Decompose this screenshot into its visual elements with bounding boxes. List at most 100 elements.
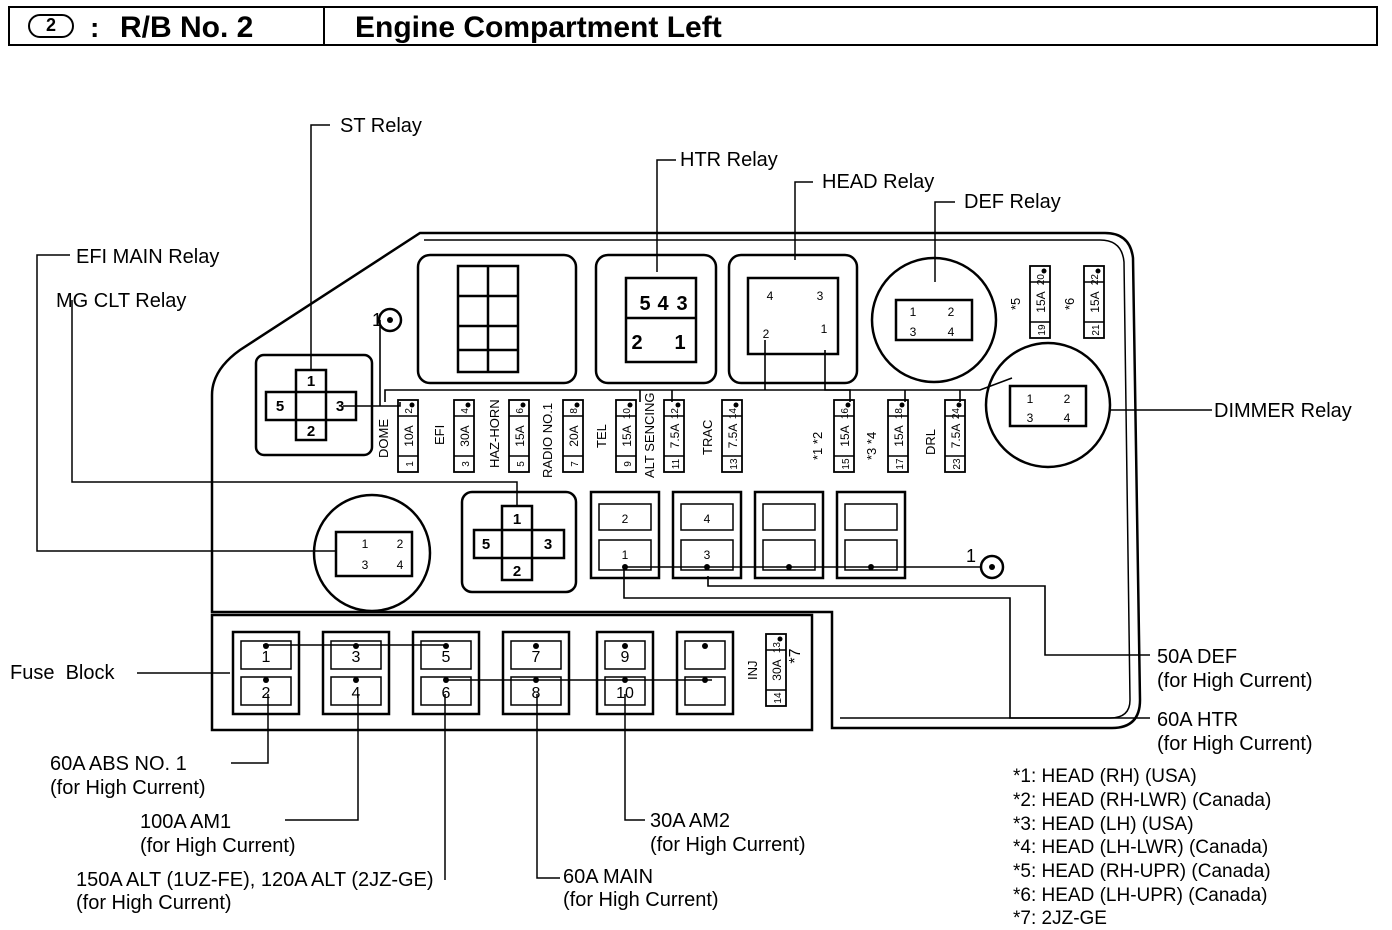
mini-fuse-amperage: 15A	[620, 425, 634, 446]
def-pin-4: 4	[948, 325, 955, 339]
am2-30a-note: (for High Current)	[650, 834, 806, 856]
am1-100a-note: (for High Current)	[140, 835, 296, 857]
def-relay-label: DEF Relay	[964, 191, 1061, 213]
am2-leader	[624, 694, 645, 821]
mg-pin-5: 5	[482, 536, 490, 553]
fuse-block-bottom-number: 4	[352, 685, 361, 702]
block-housing-inner	[424, 239, 1131, 719]
efi-main-relay-housing	[312, 493, 432, 613]
footnote-3: *3: HEAD (LH) (USA)	[1013, 814, 1194, 835]
fuse-block-fuse: 56	[411, 630, 481, 716]
mg-clt-relay-label: MG CLT Relay	[56, 290, 186, 312]
mini-fuse-bottom-number: 23	[952, 458, 963, 470]
footnote-7: *7: 2JZ-GE	[1013, 908, 1107, 929]
efi-pin-3: 3	[362, 558, 369, 572]
htr-pin-2: 2	[631, 332, 642, 354]
upper-fuse-top-number: 2	[622, 512, 629, 526]
abs-60a-note: (for High Current)	[50, 777, 206, 799]
alt-note: (for High Current)	[76, 892, 232, 914]
mini-fuse-name: RADIO NO.1	[540, 403, 555, 478]
main-leader	[536, 694, 560, 879]
def-50a-note: (for High Current)	[1157, 670, 1313, 692]
fuse-block-bottom-number: 8	[532, 685, 541, 702]
mini-fuse-top-number: 8	[569, 408, 580, 414]
htr-relay-label: HTR Relay	[680, 149, 778, 171]
block-housing-outline	[210, 231, 1142, 730]
st-pin-1: 1	[307, 373, 315, 390]
fuse-block-top-number: 5	[442, 649, 451, 666]
mini-fuse-name: ALT SENCING	[642, 393, 657, 478]
mini-fuse-top-number: 6	[515, 408, 526, 414]
mini-fuse: 6 15A 5 HAZ-HORN	[487, 399, 530, 473]
fuse-block-fuse: 78	[501, 630, 571, 716]
head-relay-label: HEAD Relay	[822, 171, 934, 193]
footnote-5: *5: HEAD (RH-UPR) (Canada)	[1013, 861, 1271, 882]
st-pin-5: 5	[276, 398, 284, 415]
mini-fuse-bottom-number: 21	[1091, 324, 1102, 336]
st-relay-housing	[254, 353, 374, 457]
def-pin-3: 3	[910, 325, 917, 339]
main-60a-callout: 60A MAIN	[563, 866, 653, 888]
fuse-block-top-number: 9	[621, 649, 630, 666]
upper-fuse-box: 21	[589, 490, 661, 580]
fuse-block-bottom-number: 2	[262, 685, 271, 702]
head-pin-1: 1	[821, 322, 828, 336]
mg-clt-relay-leader	[71, 300, 518, 506]
mini-fuse-amperage: 15A	[513, 425, 527, 446]
htr-60a-callout: 60A HTR	[1157, 709, 1238, 731]
mini-fuse-name: INJ	[745, 661, 760, 681]
mini-fuse-name: HAZ-HORN	[487, 399, 502, 468]
dimmer-pin-4: 4	[1064, 411, 1071, 425]
mini-fuse-top-number: 12	[670, 408, 681, 420]
header-separator: :	[90, 12, 100, 43]
main-60a-note: (for High Current)	[563, 889, 719, 911]
abs-60a-callout: 60A ABS NO. 1	[50, 753, 187, 775]
head-pin-3: 3	[817, 289, 824, 303]
mini-fuse-name: TEL	[594, 424, 609, 448]
htr-relay-leader	[656, 159, 676, 272]
fuse-block-fuse: 910	[595, 630, 655, 716]
mini-fuse-name: *5	[1008, 298, 1023, 310]
dimmer-pin-1: 1	[1027, 392, 1034, 406]
mini-fuse-top-number: 4	[460, 408, 471, 414]
mini-fuse-name: EFI	[432, 425, 447, 445]
head-pin-4: 4	[767, 289, 774, 303]
def-pin-2: 2	[948, 305, 955, 319]
mini-fuse-amperage: 7.5A	[726, 424, 740, 449]
mini-fuse-amperage: 30A	[770, 659, 784, 680]
mini-fuse-name: *3 *4	[864, 432, 879, 460]
dimmer-pin-2: 2	[1064, 392, 1071, 406]
footnote-1: *1: HEAD (RH) (USA)	[1013, 766, 1197, 787]
ground-label-upper: 1	[372, 310, 382, 330]
footnote-4: *4: HEAD (LH-LWR) (Canada)	[1013, 837, 1268, 858]
efi-main-relay-leader	[36, 254, 335, 552]
block-code: R/B No. 2	[120, 11, 254, 44]
htr-pin-1: 1	[674, 332, 685, 354]
fuse-block-label: Fuse Block	[10, 662, 115, 684]
efi-main-relay-label: EFI MAIN Relay	[76, 246, 219, 268]
mini-fuse-bottom-number: 1	[405, 461, 416, 467]
mini-fuse-name: DRL	[923, 429, 938, 455]
def-50a-callout: 50A DEF	[1157, 646, 1237, 668]
mg-pin-1: 1	[513, 511, 521, 528]
mg-pin-3: 3	[544, 536, 552, 553]
mini-fuse-top-number: 24	[951, 408, 962, 420]
mini-fuse-amperage: 15A	[838, 425, 852, 446]
mini-fuse-top-number: 18	[894, 408, 905, 420]
header-divider	[323, 8, 325, 44]
mini-fuse-amperage: 15A	[892, 425, 906, 446]
mini-fuse-bottom-number: 17	[895, 458, 906, 470]
st-pin-2: 2	[307, 423, 315, 440]
ground-point-upper	[377, 307, 403, 333]
mini-fuse-bottom-number: 3	[461, 461, 472, 467]
mini-fuse-bottom-number: 5	[516, 461, 527, 467]
